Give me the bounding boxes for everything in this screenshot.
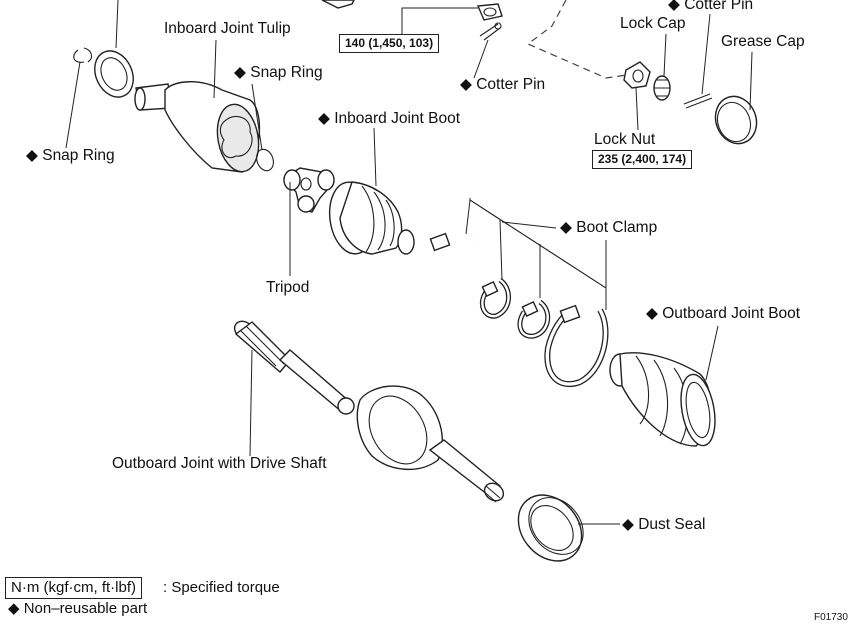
- inboard-joint-tulip-part: [134, 39, 261, 173]
- legend-torque-desc: : Specified torque: [163, 579, 280, 596]
- grease-cap-part: [714, 51, 758, 145]
- label-cotter-pin-mid: ◆ Cotter Pin: [460, 76, 546, 93]
- boot-clamp-small-1: [479, 277, 511, 319]
- label-snap-ring-left: ◆ Snap Ring: [26, 147, 115, 164]
- boot-clamp-large-1: [418, 232, 484, 309]
- label-tripod: Tripod: [266, 279, 310, 296]
- label-boot-clamp: ◆ Boot Clamp: [560, 219, 658, 236]
- lock-cap-part: [653, 33, 671, 101]
- tripod-part: [282, 167, 335, 276]
- snap-ring-left-part: [65, 47, 93, 149]
- label-grease-cap: Grease Cap: [721, 33, 805, 50]
- label-outboard-joint-boot: ◆ Outboard Joint Boot: [646, 305, 801, 322]
- lock-nut-part: [623, 61, 651, 131]
- boot-clamp-large-2: [544, 304, 609, 387]
- axle-nut-part: [401, 3, 503, 36]
- boot-clamp-small-2: [517, 299, 551, 339]
- legend-non-reusable: ◆ Non–reusable part: [8, 600, 148, 617]
- torque-lock-nut: 235 (2,400, 174): [592, 150, 693, 169]
- cotter-pin-mid-part: [473, 22, 502, 79]
- label-dust-seal: ◆ Dust Seal: [622, 516, 706, 533]
- label-inboard-joint-boot: ◆ Inboard Joint Boot: [318, 110, 461, 127]
- outboard-joint-boot-part: [609, 325, 719, 447]
- reference-dashed-line: [526, 0, 635, 79]
- dust-seal-part: [517, 494, 620, 562]
- label-snap-ring-upper: ◆ Snap Ring: [234, 64, 323, 81]
- cotter-pin-right-part: [683, 13, 713, 109]
- label-lock-cap: Lock Cap: [620, 15, 686, 32]
- drive-shaft-part: [233, 320, 505, 503]
- partial-part-top: [321, 0, 355, 9]
- inboard-joint-boot-part: [328, 127, 415, 255]
- legend-torque-unit: N·m (kgf·cm, ft·lbf): [5, 577, 142, 599]
- label-lock-nut: Lock Nut: [594, 131, 656, 148]
- torque-axle-nut: 140 (1,450, 103): [339, 34, 440, 53]
- label-cotter-pin-top: ◆ Cotter Pin: [668, 0, 754, 13]
- label-outboard-joint-drive-shaft: Outboard Joint with Drive Shaft: [112, 455, 327, 472]
- snap-ring-upper-part: [251, 83, 274, 172]
- label-inboard-joint-tulip: Inboard Joint Tulip: [164, 20, 291, 37]
- seal-ring-part: [94, 50, 134, 98]
- figure-code: F01730: [814, 612, 848, 623]
